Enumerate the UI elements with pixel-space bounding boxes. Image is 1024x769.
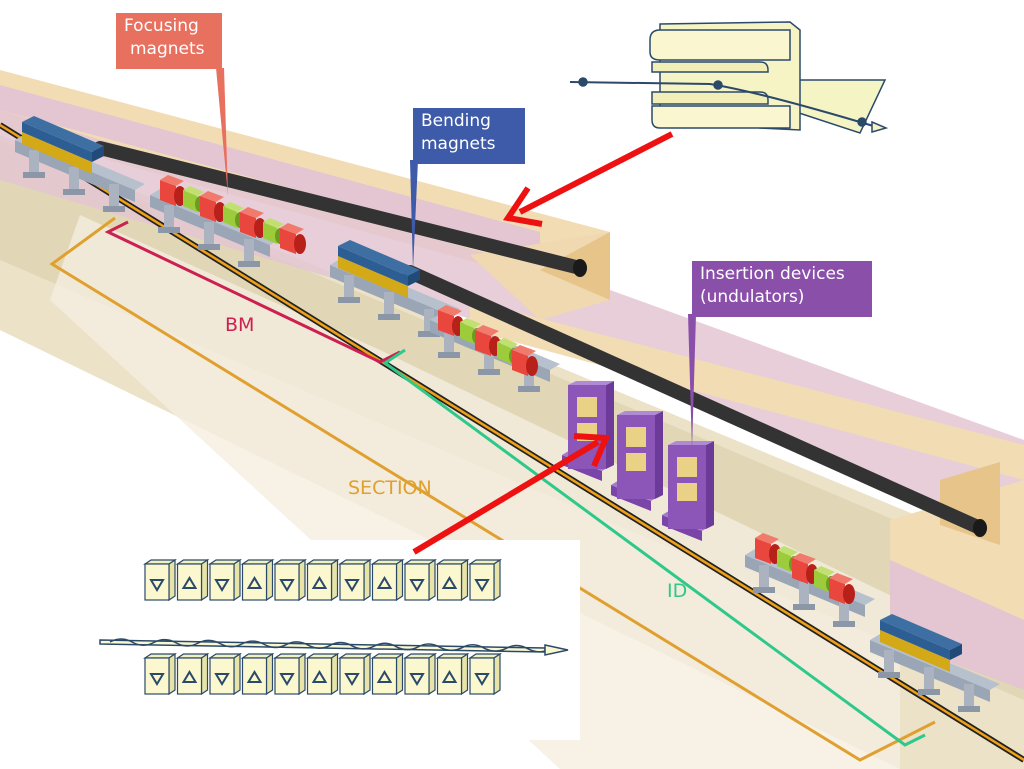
undulator [662,441,714,541]
magnet-up-arrow-icon [376,576,393,589]
id-bracket [382,348,926,747]
undulator-magnet-block [371,559,404,601]
callout-line: magnets [130,39,205,59]
undulator-magnet-block [241,653,274,695]
magnet-down-arrow-icon [409,579,425,592]
magnet-up-arrow-icon [441,576,458,589]
magnet-up-arrow-icon [181,670,198,683]
magnet-down-arrow-icon [214,673,230,686]
callout-line: Bending [421,111,491,131]
undulator-magnet-block [371,653,404,695]
magnet-down-arrow-icon [214,579,230,592]
magnet-down-arrow-icon [344,673,360,686]
arrow-to-undulator [412,433,611,555]
undulator-magnet-block [306,653,339,695]
section-label: SECTION [348,477,432,499]
focusing-pointer [216,68,228,196]
pipe-end-right [973,519,987,537]
magnet-up-arrow-icon [376,670,393,683]
magnet-up-arrow-icon [311,670,328,683]
arrow-to-pipe [502,131,674,227]
undulator-magnet-block [436,653,469,695]
magnet-down-arrow-icon [474,673,490,686]
magnet-up-arrow-icon [246,670,263,683]
undulator-inset [90,540,580,740]
undulator-magnet-block [176,653,209,695]
callout-line: Focusing [124,16,199,36]
bm-bracket [104,220,401,364]
pipe-end-top [573,259,587,277]
magnet-down-arrow-icon [149,673,165,686]
magnet-down-arrow-icon [279,673,295,686]
magnet-down-arrow-icon [344,579,360,592]
undulator-magnet-block [436,559,469,601]
callout-line: (undulators) [700,287,805,307]
callout-line: magnets [421,134,496,154]
bending-pointer [410,160,418,270]
undulator-magnet-block [241,559,274,601]
callout-line: Insertion devices [700,264,845,284]
magnet-up-arrow-icon [311,576,328,589]
bending-magnet-inset [569,21,889,134]
beam-arrowhead-icon [544,644,569,656]
undulator-magnet-block [176,559,209,601]
magnet-down-arrow-icon [149,579,165,592]
magnet-up-arrow-icon [441,670,458,683]
undulator [611,411,663,511]
bending-magnets-callout: Bending magnets [413,108,525,164]
id-label: ID [667,580,688,602]
magnet-up-arrow-icon [181,576,198,589]
magnet-up-arrow-icon [246,576,263,589]
magnet-down-arrow-icon [474,579,490,592]
electron-wiggle-path [109,638,551,653]
undulator-magnet-block [306,559,339,601]
magnet-down-arrow-icon [279,579,295,592]
undulator [562,381,614,481]
insertion-pointer [688,314,696,450]
insertion-devices-callout: Insertion devices (undulators) [692,261,872,317]
focusing-magnets-callout: Focusing magnets [116,13,222,69]
magnet-down-arrow-icon [409,673,425,686]
bm-label: BM [225,314,255,336]
focusing-magnet-red [512,345,538,376]
